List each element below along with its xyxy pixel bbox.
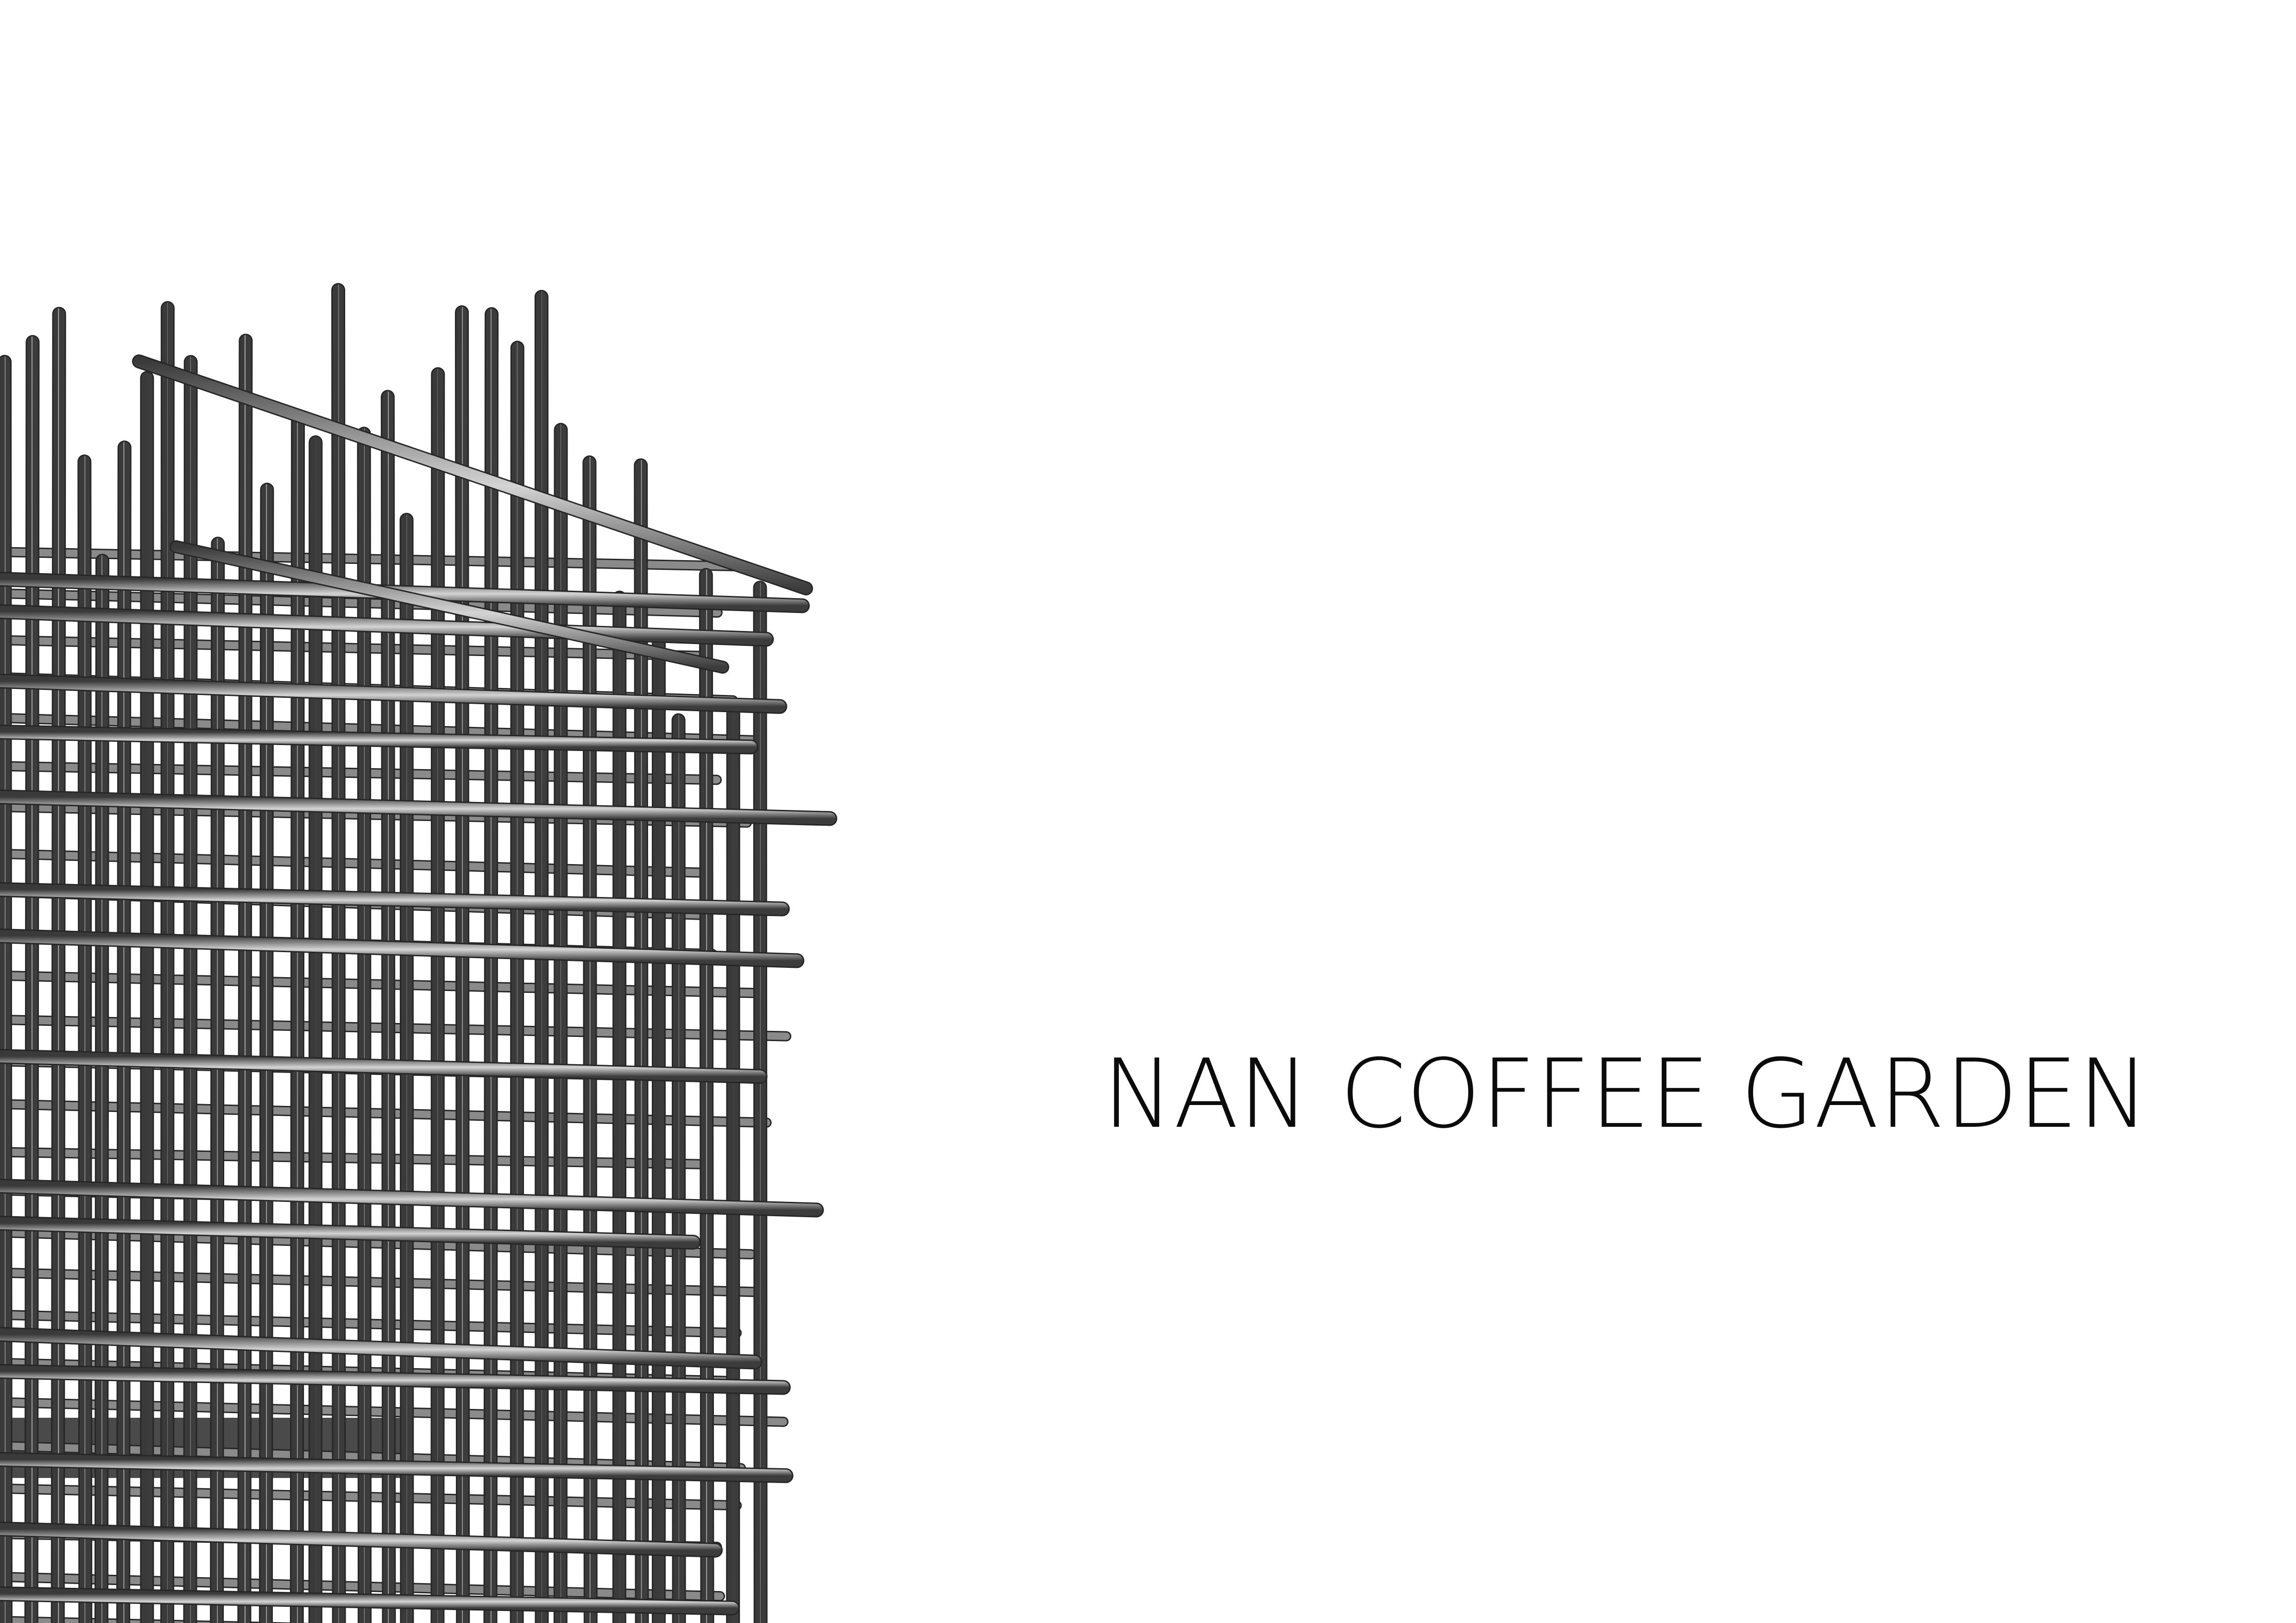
- rebar: [162, 302, 173, 1623]
- rebar: [133, 356, 812, 594]
- rebar: [25, 336, 38, 1623]
- rebar: [432, 368, 444, 1623]
- rebar: [456, 307, 469, 1623]
- rebar: [0, 356, 11, 1623]
- rebar: [0, 1588, 738, 1614]
- rebar: [171, 542, 728, 672]
- rebar: [485, 309, 498, 1623]
- rebar: [333, 284, 345, 1623]
- page-title: NAN COFFEE GARDEN: [1103, 1039, 2149, 1149]
- rebar: [0, 1328, 761, 1368]
- rebar: [239, 335, 252, 1623]
- rebar: [382, 391, 395, 1623]
- rebar: [358, 428, 371, 1623]
- rebar: [0, 1180, 823, 1216]
- rebar: [0, 884, 788, 915]
- rebar: [0, 1217, 700, 1249]
- rebar: [211, 538, 224, 1623]
- rebar: [700, 569, 713, 1623]
- rebar: [0, 791, 836, 825]
- rebar: [0, 726, 757, 753]
- rebar-bars: [0, 283, 838, 1623]
- rebar: [291, 412, 304, 1623]
- rebar: [0, 606, 773, 645]
- rebar: [0, 1365, 789, 1394]
- rebar: [584, 456, 596, 1623]
- rebar: [0, 675, 786, 713]
- rebar: [0, 930, 803, 967]
- rebar: [309, 436, 322, 1623]
- rebar: [79, 455, 91, 1623]
- rebar: [754, 582, 766, 1623]
- rebar: [52, 308, 65, 1623]
- rebar: [0, 1523, 722, 1556]
- rebar: [0, 1453, 792, 1482]
- rebar-cage-illustration: [0, 283, 838, 1623]
- rebar: [635, 460, 648, 1623]
- rebar: [0, 1050, 766, 1083]
- rebar: [118, 442, 130, 1623]
